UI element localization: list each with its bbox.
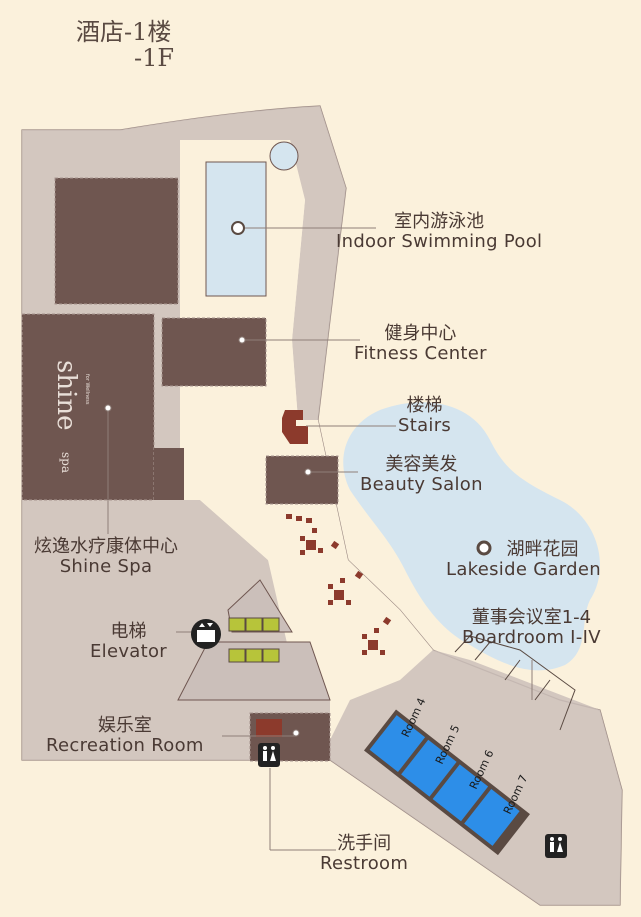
room-fitness	[161, 317, 267, 387]
elevator-doors	[228, 617, 280, 663]
room-6	[432, 764, 489, 822]
label-elevator[interactable]: 电梯 Elevator	[90, 621, 168, 662]
label-indoor-pool[interactable]: 室内游泳池 Indoor Swimming Pool	[336, 211, 543, 252]
room-northwest	[54, 177, 179, 305]
floor-title-zh: 酒店-1楼	[76, 18, 172, 46]
svg-text:spa: spa	[59, 452, 73, 473]
shine-spa-logo: shine spa for Wellness	[51, 360, 90, 473]
elevator-icon	[191, 619, 221, 649]
boardroom-outline	[454, 635, 576, 731]
label-lakeside-garden[interactable]: 湖畔花园 Lakeside Garden	[446, 539, 601, 580]
svg-text:for Wellness: for Wellness	[84, 374, 90, 405]
dining-table-icon	[286, 514, 392, 655]
lake	[343, 402, 600, 671]
location-marker-icon	[476, 540, 492, 556]
label-beauty-salon[interactable]: 美容美发 Beauty Salon	[360, 454, 483, 495]
room-7	[464, 789, 520, 846]
room-beauty	[265, 455, 339, 505]
room-4	[369, 715, 426, 772]
svg-text:shine: shine	[51, 360, 81, 431]
elevator-hall-south	[177, 641, 331, 701]
label-fitness-center[interactable]: 健身中心 Fitness Center	[354, 323, 487, 364]
room-spa-annex	[154, 448, 184, 500]
location-marker-icon	[231, 221, 245, 235]
label-shine-spa[interactable]: 炫逸水疗康体中心 Shine Spa	[34, 536, 178, 577]
jacuzzi	[269, 141, 299, 171]
restroom-icon	[258, 743, 280, 767]
label-boardroom[interactable]: 董事会议室1-4 Boardroom I-IV	[462, 607, 601, 648]
room-spa	[21, 313, 155, 501]
stairs-icon	[282, 410, 308, 444]
location-marker-icon	[104, 336, 312, 737]
room-recreation-inner	[256, 719, 282, 737]
label-restroom[interactable]: 洗手间 Restroom	[320, 833, 409, 874]
label-recreation-room[interactable]: 娱乐室 Recreation Room	[46, 715, 204, 756]
room-5	[401, 739, 457, 797]
floor-title-en: -1F	[134, 44, 175, 72]
restroom-icon	[545, 834, 567, 858]
label-stairs[interactable]: 楼梯 Stairs	[398, 395, 452, 436]
leader-lines	[107, 227, 533, 851]
